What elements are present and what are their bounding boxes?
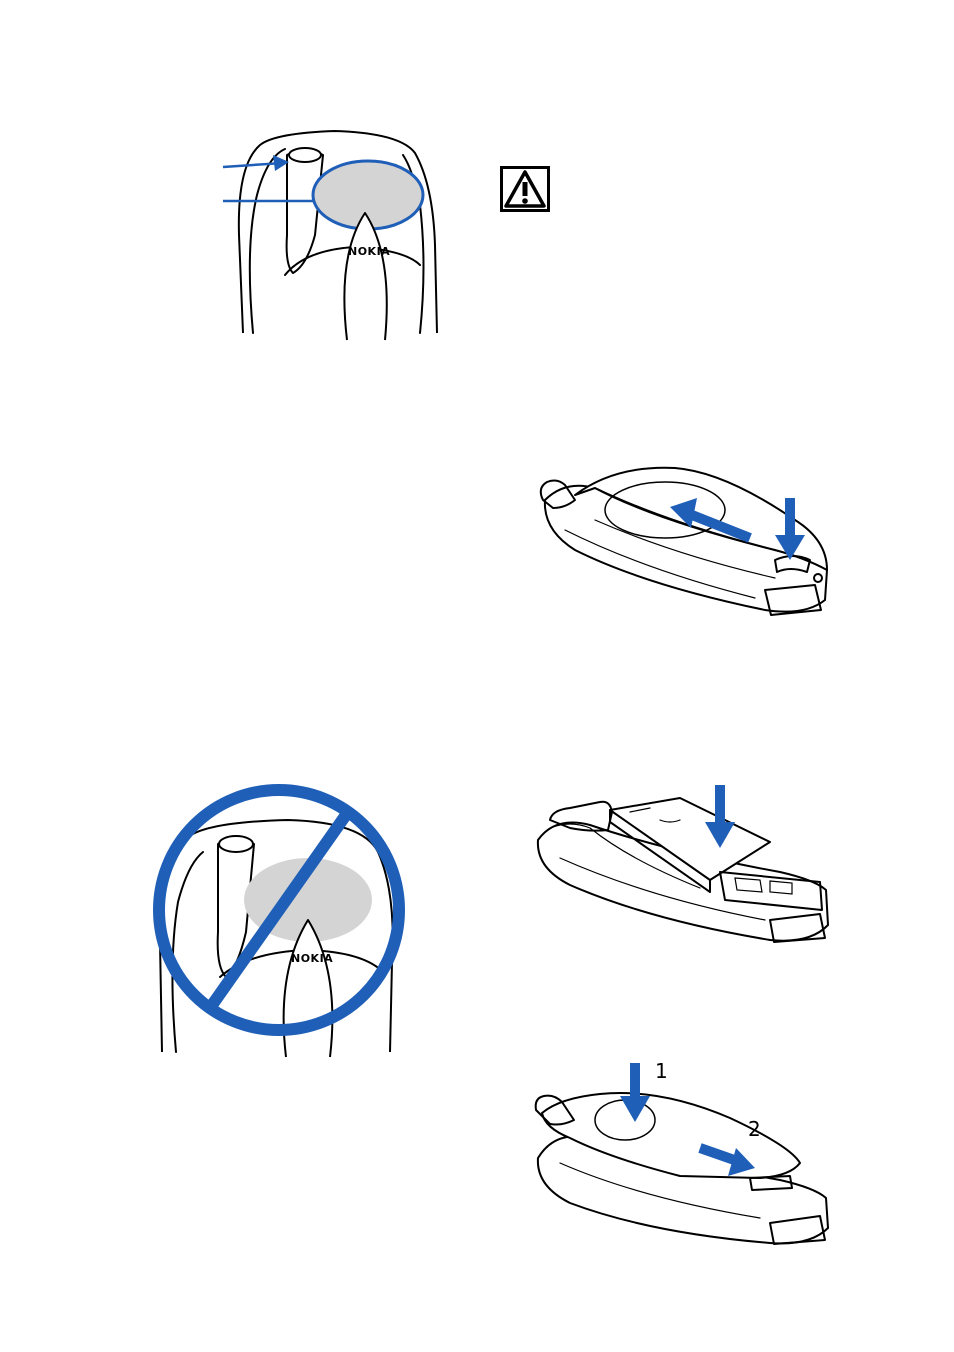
antenna-area-figure: NOKIA [215,125,445,340]
phone-brand-label: NOKIA [348,245,390,258]
step-label-1: 1 [655,1059,668,1083]
cover-removal-figure [535,460,835,620]
battery-insertion-figure [530,780,835,945]
do-not-touch-antenna-figure: NOKIA [148,782,410,1057]
phone-brand-label-2: NOKIA [291,952,333,965]
step-label-2: 2 [748,1117,761,1141]
warning-icon [500,166,550,212]
cover-replacement-figure: 1 2 [530,1058,835,1248]
